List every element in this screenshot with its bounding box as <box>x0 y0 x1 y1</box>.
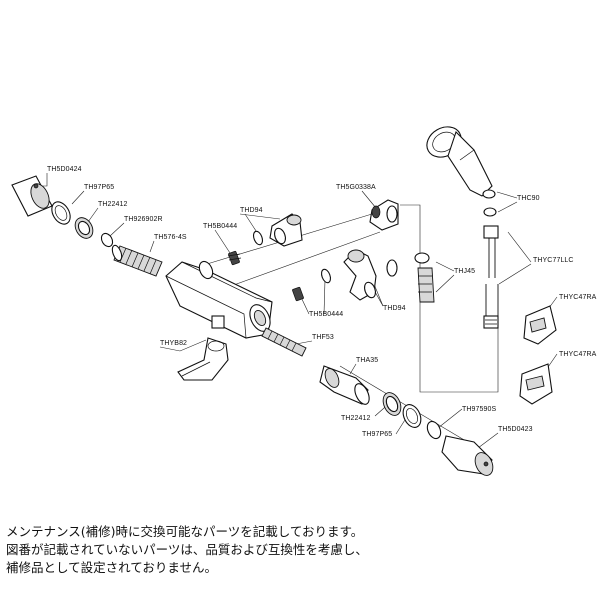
label-thyc77llc: THYC77LLC <box>533 257 574 264</box>
label-thf53: THF53 <box>312 334 334 341</box>
shower-hose <box>483 225 499 329</box>
label-tha35: THA35 <box>356 357 378 364</box>
hook-upper <box>523 305 557 345</box>
nut-th22412-upper <box>74 217 94 239</box>
label-th97590s: TH97590S <box>462 406 496 413</box>
ring-th97p65-upper <box>51 201 71 225</box>
note-line-3: 補修品として設定されておりません。 <box>6 560 218 575</box>
end-cap-left <box>11 175 53 217</box>
label-thd94-upper: THD94 <box>240 207 263 214</box>
label-th5b0444-lower: TH5B0444 <box>309 311 343 318</box>
spout-thyb82 <box>177 337 229 381</box>
label-thc90: THC90 <box>517 195 540 202</box>
strainer-th5b0444-lower <box>292 286 304 302</box>
valve-body <box>165 260 273 339</box>
union-nut-right <box>386 252 435 303</box>
elbow-th5g0338a <box>369 199 399 231</box>
ring-th97p65-lower <box>402 404 422 428</box>
ring-thd94-upper <box>252 230 264 246</box>
label-th22412-lower: TH22412 <box>341 415 371 422</box>
label-th97p65-lower: TH97P65 <box>362 431 392 438</box>
nut-th22412-lower <box>382 392 402 416</box>
end-cap-right <box>441 435 494 476</box>
shower-head <box>426 126 497 217</box>
label-thyc47ra-lower: THYC47RA <box>559 351 597 358</box>
cartridge-tha35 <box>319 365 370 405</box>
note-line-1: メンテナンス(補修)時に交換可能なパーツを記載しております。 <box>6 524 364 539</box>
thermostat-cartridge <box>111 244 163 277</box>
maintenance-note: メンテナンス(補修)時に交換可能なパーツを記載しております。 図番が記載されてい… <box>6 523 566 577</box>
label-th5d0423: TH5D0423 <box>498 426 533 433</box>
ring-th97590s <box>426 420 442 440</box>
label-th22412-upper: TH22412 <box>98 201 128 208</box>
elbow-lower <box>343 249 377 301</box>
spindle-thf53 <box>261 327 307 357</box>
exploded-parts-diagram: TH5D0424 TH97P65 TH22412 TH926902R TH576… <box>11 126 597 476</box>
label-thj45: THJ45 <box>454 268 475 275</box>
hook-lower <box>519 363 553 405</box>
note-line-2: 図番が記載されていないパーツは、品質および互換性を考慮し、 <box>6 542 368 557</box>
label-thd94-lower: THD94 <box>383 305 406 312</box>
label-th5d0424-left: TH5D0424 <box>47 166 82 173</box>
label-th926902r: TH926902R <box>124 216 163 223</box>
strainer-th5b0444-upper <box>227 250 242 266</box>
elbow-upper <box>269 213 303 247</box>
label-th5b0444-upper: TH5B0444 <box>203 223 237 230</box>
label-th576-4s: TH576-4S <box>154 234 187 241</box>
label-th5g0338a: TH5G0338A <box>336 184 376 191</box>
ring-thd94-lower <box>320 268 332 284</box>
ring-th926902r <box>100 232 114 248</box>
label-thyb82: THYB82 <box>160 340 187 347</box>
label-thyc47ra-upper: THYC47RA <box>559 294 597 301</box>
label-th97p65-upper: TH97P65 <box>84 184 114 191</box>
